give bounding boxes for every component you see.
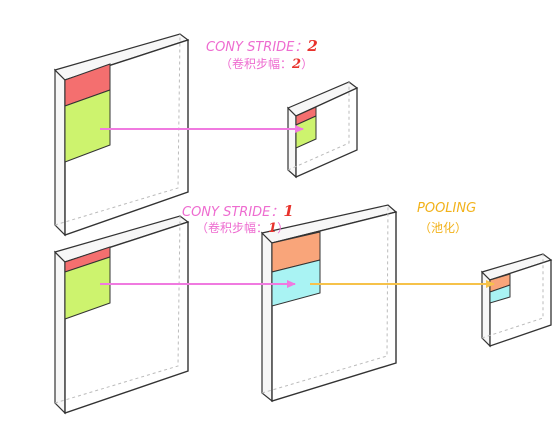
conv-stride-1-value: 1 xyxy=(283,202,294,220)
conv-stride-2-sub-text: （卷积步幅： xyxy=(220,57,293,71)
pooling-output-box xyxy=(480,253,553,348)
conv-stride-2-title: CONY STRIDE：2 xyxy=(206,36,318,55)
pooling-title: POOLING xyxy=(417,201,477,216)
conv-stride-2-title-text: CONY STRIDE： xyxy=(206,40,308,55)
conv-stride-2-subtitle: （卷积步幅：2） xyxy=(220,55,313,72)
conv-stride-2-value: 2 xyxy=(307,37,318,55)
feature-map-stride-1 xyxy=(260,204,398,403)
conv-stride-1-title: CONY STRIDE：1 xyxy=(182,201,294,220)
conv-stride-2-sub-value: 2 xyxy=(292,57,302,72)
conv-stride-1-sub-text: （卷积步幅： xyxy=(196,221,269,235)
input-box-bottom xyxy=(53,215,190,415)
input-box-top xyxy=(53,33,190,237)
filter-window-green xyxy=(64,89,111,163)
conv-stride-1-sub-close: ） xyxy=(277,221,290,235)
output-box-stride-2 xyxy=(286,81,359,179)
conv-stride-1-title-text: CONY STRIDE： xyxy=(182,205,284,220)
pooling-subtitle: （池化） xyxy=(419,221,468,235)
conv-stride-1-subtitle: （卷积步幅：1） xyxy=(196,219,289,236)
conv-stride-1-sub-value: 1 xyxy=(268,221,278,236)
conv-stride-2-sub-close: ） xyxy=(301,57,314,71)
